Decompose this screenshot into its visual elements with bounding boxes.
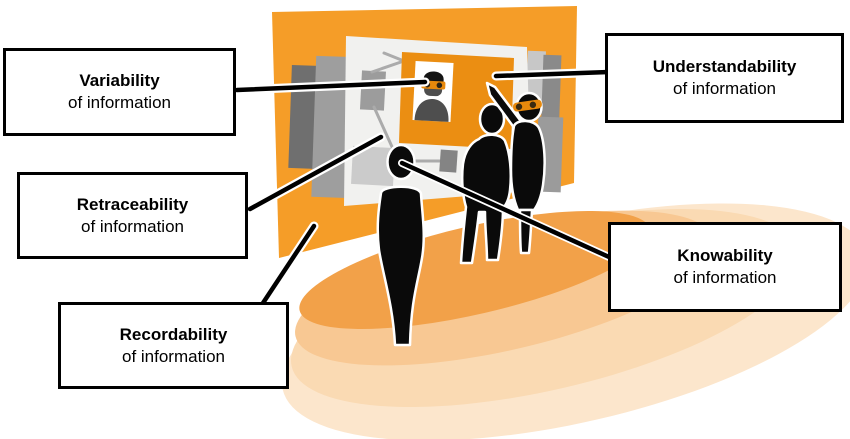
portrait-card: [412, 61, 454, 122]
label-box-understandability: Understandability of information: [605, 33, 844, 123]
label-title: Knowability: [677, 246, 773, 265]
label-box-knowability: Knowability of information: [608, 222, 842, 312]
person-front-body: [376, 185, 425, 347]
person-right-glasses-icon: [512, 99, 542, 112]
poster-note: [359, 70, 386, 111]
label-subtitle: of information: [81, 216, 184, 236]
connector-knowability: [398, 159, 613, 261]
label-box-variability: Variability of information: [3, 48, 236, 136]
swoosh-band-dark: [299, 211, 651, 329]
poster-note-2: [351, 145, 395, 187]
poster-diagram-block: [439, 149, 458, 173]
connector-understandability: [491, 67, 614, 81]
connector-retraceability: [245, 132, 386, 214]
person-right-torso: [509, 119, 546, 212]
connector-variability: [232, 77, 430, 95]
label-title: Retraceability: [76, 194, 189, 214]
label-box-retraceability: Retraceability of information: [17, 172, 248, 259]
connector-recordability: [258, 221, 319, 308]
label-subtitle: of information: [673, 268, 777, 287]
label-title: Variability: [79, 71, 160, 90]
poster-diagram-lines: [370, 51, 444, 163]
label-title: Understandability: [652, 57, 797, 76]
connector-lines: [232, 67, 614, 308]
person-front: [376, 143, 425, 347]
label-subtitle: of information: [122, 346, 225, 366]
label-box-recordability: Recordability of information: [58, 302, 289, 389]
label-subtitle: of information: [68, 93, 171, 112]
portrait-shoulders: [414, 98, 449, 122]
label-subtitle: of information: [673, 79, 776, 98]
label-title: Recordability: [119, 324, 228, 344]
